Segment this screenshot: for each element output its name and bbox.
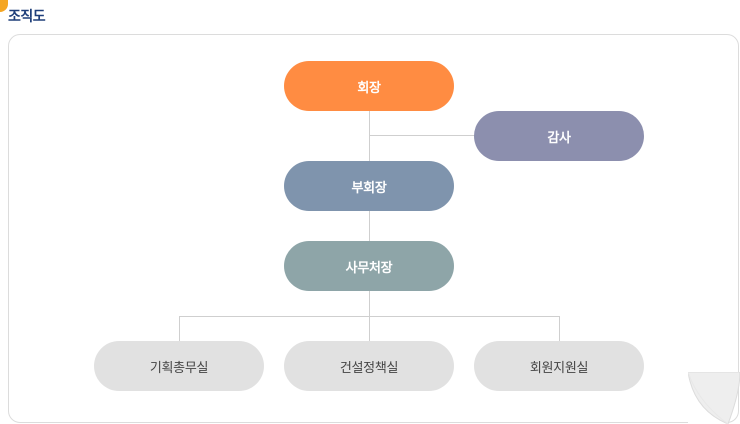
node-department-label: 건설정책실	[339, 360, 399, 376]
connector-department-bus	[179, 316, 560, 317]
connector-auditor-branch	[369, 135, 475, 136]
page-title: 조직도	[8, 9, 46, 25]
node-vice-chairman-label: 부회장	[351, 180, 387, 196]
node-vice-chairman: 부회장	[284, 161, 454, 211]
node-department-label: 기획총무실	[149, 360, 209, 376]
node-auditor-label: 감사	[547, 130, 571, 146]
connector-dept-right	[559, 316, 560, 342]
node-department: 회원지원실	[474, 341, 644, 391]
node-chairman: 회장	[284, 61, 454, 111]
connector-dept-left	[179, 316, 180, 342]
node-secretariat: 사무처장	[284, 241, 454, 291]
node-secretariat-label: 사무처장	[345, 260, 393, 276]
page-curl-icon	[688, 372, 740, 424]
node-chairman-label: 회장	[357, 80, 381, 96]
title-accent-mark	[0, 0, 8, 12]
connector-chairman-vice	[369, 110, 370, 162]
connector-vice-secretariat	[369, 210, 370, 242]
node-department: 기획총무실	[94, 341, 264, 391]
node-auditor: 감사	[474, 111, 644, 161]
node-department-label: 회원지원실	[529, 360, 589, 376]
node-department: 건설정책실	[284, 341, 454, 391]
